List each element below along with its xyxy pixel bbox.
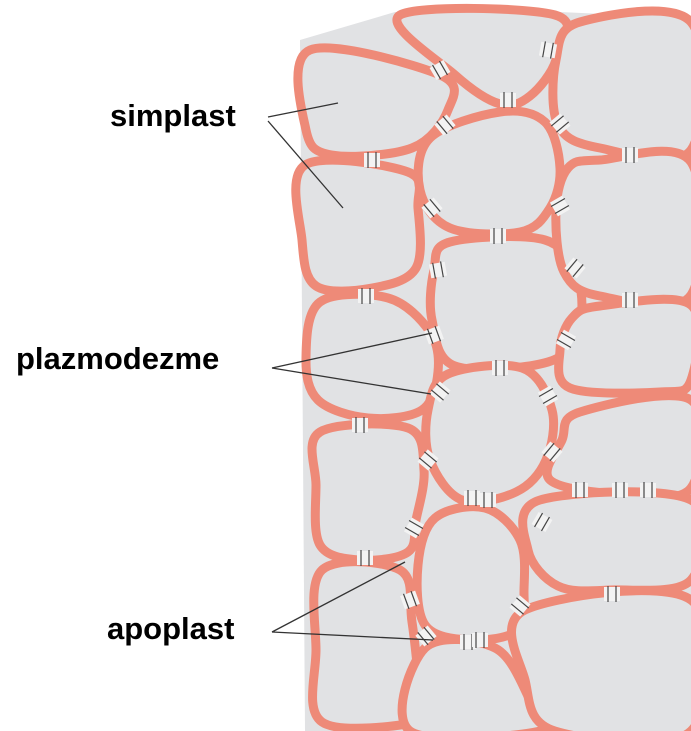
plasmodesma-7 bbox=[622, 147, 638, 163]
plasmodesma-21 bbox=[417, 449, 439, 471]
plasmodesma-34 bbox=[415, 625, 437, 647]
cell-8 bbox=[425, 232, 587, 374]
plasmodesma-27 bbox=[480, 492, 496, 508]
plasmodesmata bbox=[352, 41, 656, 650]
cell-4 bbox=[307, 419, 429, 565]
cell-14 bbox=[554, 294, 691, 398]
plasmodesma-29 bbox=[357, 550, 373, 566]
leader-plazmodezme-2 bbox=[271, 367, 432, 395]
cell-3 bbox=[301, 289, 443, 424]
plasmodesma-9 bbox=[549, 195, 571, 217]
leader-apoplast-1 bbox=[271, 561, 406, 633]
plasmodesma-11 bbox=[428, 261, 448, 279]
leader-simplast-1 bbox=[267, 102, 339, 118]
plasmodesma-6 bbox=[364, 152, 380, 168]
plasmodesma-31 bbox=[400, 590, 420, 610]
plasmodesma-23 bbox=[572, 482, 588, 498]
plasmodesma-3 bbox=[500, 92, 516, 108]
plasmodesma-19 bbox=[537, 385, 559, 407]
plasmodesma-36 bbox=[472, 632, 488, 648]
plasmodesma-13 bbox=[358, 288, 374, 304]
plasmodesma-32 bbox=[509, 595, 531, 617]
leader-plazmodezme-1 bbox=[271, 332, 433, 369]
cell-6 bbox=[392, 3, 573, 110]
plasmodesma-14 bbox=[622, 292, 638, 308]
plasmodesma-22 bbox=[541, 441, 563, 463]
plasmodesma-8 bbox=[421, 197, 443, 219]
cell-13 bbox=[551, 146, 691, 311]
plasmodesma-18 bbox=[492, 360, 508, 376]
plasmodesma-4 bbox=[434, 114, 456, 136]
label-plazmodezme: plazmodezme bbox=[16, 341, 220, 376]
plasmodesma-2 bbox=[538, 41, 558, 59]
label-simplast: simplast bbox=[110, 98, 236, 133]
plasmodesma-26 bbox=[464, 490, 480, 506]
plasmodesma-12 bbox=[564, 257, 586, 279]
plasmodesma-5 bbox=[549, 113, 571, 135]
plasmodesma-28 bbox=[403, 517, 425, 539]
leader-lines bbox=[267, 102, 434, 641]
plasmodesma-24 bbox=[612, 482, 628, 498]
cell-1 bbox=[293, 43, 459, 161]
cell-12 bbox=[548, 6, 691, 165]
cells bbox=[291, 3, 691, 731]
cell-17 bbox=[507, 586, 691, 731]
plasmodesma-1 bbox=[429, 59, 451, 81]
plasmodesma-20 bbox=[352, 417, 368, 433]
plasmodesma-33 bbox=[604, 586, 620, 602]
cell-10 bbox=[412, 502, 530, 645]
leader-simplast-2 bbox=[267, 120, 344, 209]
cell-16 bbox=[518, 487, 691, 596]
plasmodesma-15 bbox=[424, 325, 444, 345]
plasmodesma-16 bbox=[555, 329, 577, 351]
cell-2 bbox=[291, 155, 425, 296]
cell-9 bbox=[421, 360, 559, 507]
plasmodesma-30 bbox=[531, 511, 553, 533]
leader-apoplast-2 bbox=[271, 631, 434, 641]
plasmodesma-10 bbox=[490, 228, 506, 244]
plasmodesma-17 bbox=[429, 381, 451, 403]
label-apoplast: apoplast bbox=[107, 611, 235, 646]
plasmodesma-25 bbox=[640, 482, 656, 498]
